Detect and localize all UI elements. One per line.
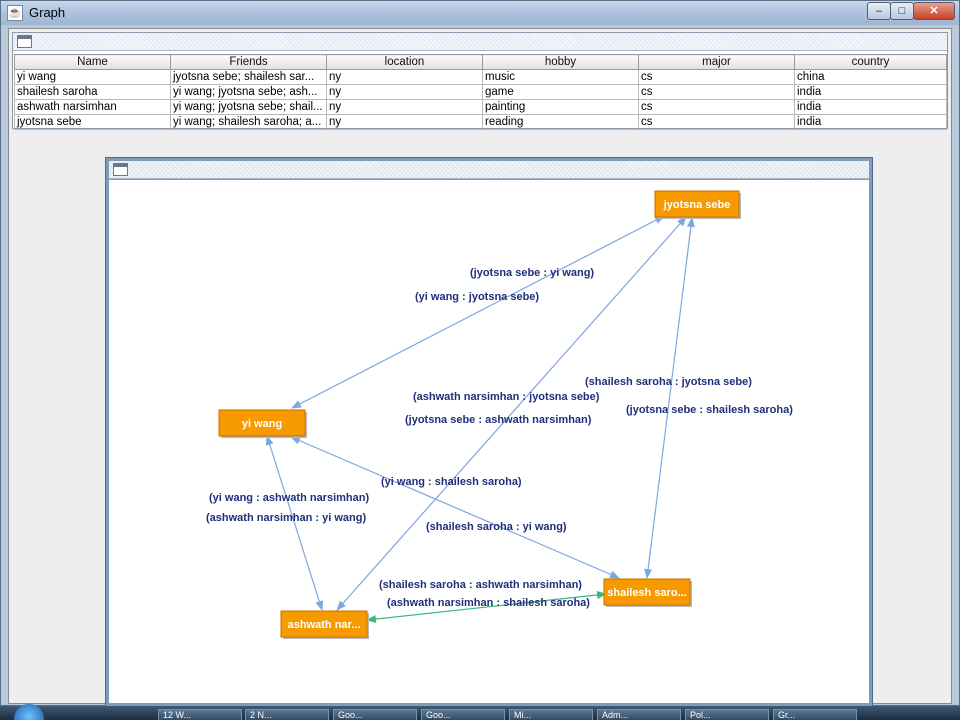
table-cell[interactable]: cs bbox=[638, 99, 795, 115]
column-header-country[interactable]: country bbox=[794, 54, 947, 70]
node-jyotsna[interactable]: jyotsna sebe bbox=[654, 190, 741, 219]
node-box[interactable] bbox=[280, 610, 368, 638]
table-cell[interactable]: jyotsna sebe; shailesh sar... bbox=[170, 69, 327, 85]
table-cell[interactable]: cs bbox=[638, 69, 795, 85]
taskbar-item[interactable]: Adm... bbox=[597, 709, 681, 720]
edge-label: (yi wang : ashwath narsimhan) bbox=[209, 492, 369, 504]
table-cell[interactable]: cs bbox=[638, 84, 795, 100]
table-cell[interactable]: yi wang; jyotsna sebe; ash... bbox=[170, 84, 327, 100]
internal-frame-icon bbox=[17, 35, 32, 48]
edge-label: (ashwath narsimhan : jyotsna sebe) bbox=[413, 391, 600, 403]
maximize-button[interactable]: □ bbox=[890, 2, 914, 20]
graph-frame-title-bar[interactable] bbox=[109, 161, 869, 179]
table-cell[interactable]: china bbox=[794, 69, 947, 85]
close-button[interactable]: ✕ bbox=[913, 2, 955, 20]
column-header-location[interactable]: location bbox=[326, 54, 483, 70]
table-cell[interactable]: yi wang; shailesh saroha; a... bbox=[170, 114, 327, 130]
table-row[interactable]: yi wang jyotsna sebe; shailesh sar... ny… bbox=[14, 69, 947, 85]
edge-shailesh-jyotsna[interactable] bbox=[644, 217, 695, 579]
edge-label: (jyotsna sebe : yi wang) bbox=[470, 267, 594, 279]
java-app-icon: ☕ bbox=[7, 5, 23, 21]
node-box[interactable] bbox=[603, 578, 691, 606]
edge-yiwang-ashwath[interactable] bbox=[265, 435, 324, 611]
table-row[interactable]: ashwath narsimhan yi wang; jyotsna sebe;… bbox=[14, 99, 947, 115]
node-shailesh[interactable]: shailesh saro... bbox=[603, 578, 692, 607]
minimize-button[interactable]: – bbox=[867, 2, 891, 20]
node-box[interactable] bbox=[218, 409, 306, 437]
node-label: jyotsna sebe bbox=[663, 199, 731, 211]
table-frame: Name Friends location hobby major countr… bbox=[12, 32, 948, 130]
edge-label: (jyotsna sebe : ashwath narsimhan) bbox=[405, 414, 592, 426]
column-header-major[interactable]: major bbox=[638, 54, 795, 70]
node-label: shailesh saro... bbox=[607, 587, 686, 599]
edge-label: (jyotsna sebe : shailesh saroha) bbox=[626, 404, 793, 416]
table-cell[interactable]: game bbox=[482, 84, 639, 100]
table-cell[interactable]: ashwath narsimhan bbox=[14, 99, 171, 115]
column-header-name[interactable]: Name bbox=[14, 54, 171, 70]
column-header-hobby[interactable]: hobby bbox=[482, 54, 639, 70]
table-cell[interactable]: music bbox=[482, 69, 639, 85]
table-cell[interactable]: cs bbox=[638, 114, 795, 130]
table-cell[interactable]: ny bbox=[326, 99, 483, 115]
taskbar-item[interactable]: Pol... bbox=[685, 709, 769, 720]
taskbar-item[interactable]: 2 N... bbox=[245, 709, 329, 720]
node-ashwath[interactable]: ashwath nar... bbox=[280, 610, 369, 639]
table-frame-title-bar[interactable] bbox=[13, 33, 947, 51]
edge-label: (shailesh saroha : yi wang) bbox=[426, 521, 567, 533]
table-cell[interactable]: india bbox=[794, 84, 947, 100]
table-cell[interactable]: india bbox=[794, 99, 947, 115]
table-cell[interactable]: reading bbox=[482, 114, 639, 130]
table-row[interactable]: jyotsna sebe yi wang; shailesh saroha; a… bbox=[14, 114, 947, 130]
node-yiwang[interactable]: yi wang bbox=[218, 409, 307, 438]
graph-svg: (jyotsna sebe : yi wang) (yi wang : jyots… bbox=[206, 190, 793, 639]
taskbar-item[interactable]: Mi... bbox=[509, 709, 593, 720]
node-label: yi wang bbox=[242, 418, 282, 430]
internal-frame-icon bbox=[113, 163, 128, 176]
table-row[interactable]: shailesh saroha yi wang; jyotsna sebe; a… bbox=[14, 84, 947, 100]
start-button[interactable] bbox=[14, 704, 44, 720]
table-header-row: Name Friends location hobby major countr… bbox=[14, 54, 947, 70]
table-cell[interactable]: painting bbox=[482, 99, 639, 115]
edge-label: (shailesh saroha : jyotsna sebe) bbox=[585, 376, 752, 388]
table-cell[interactable]: jyotsna sebe bbox=[14, 114, 171, 130]
node-label: ashwath nar... bbox=[288, 619, 361, 631]
window-title: Graph bbox=[29, 5, 66, 20]
node-box[interactable] bbox=[654, 190, 740, 218]
table-cell[interactable]: yi wang bbox=[14, 69, 171, 85]
table-cell[interactable]: ny bbox=[326, 84, 483, 100]
taskbar-item[interactable]: Gr... bbox=[773, 709, 857, 720]
edge-label: (yi wang : shailesh saroha) bbox=[381, 476, 522, 488]
edge-label: (shailesh saroha : ashwath narsimhan) bbox=[379, 579, 582, 591]
taskbar-item[interactable]: Goo... bbox=[421, 709, 505, 720]
graph-canvas[interactable]: (jyotsna sebe : yi wang) (yi wang : jyots… bbox=[109, 180, 869, 703]
title-bar[interactable]: ☕ Graph – □ ✕ bbox=[1, 1, 959, 25]
table-cell[interactable]: shailesh saroha bbox=[14, 84, 171, 100]
table-cell[interactable]: ny bbox=[326, 69, 483, 85]
desktop-pane: Name Friends location hobby major countr… bbox=[8, 28, 952, 708]
taskbar: 12 W...2 N... Goo... Goo... Mi... Adm... Pol.… bbox=[0, 704, 960, 720]
table-cell[interactable]: yi wang; jyotsna sebe; shail... bbox=[170, 99, 327, 115]
edge-ashwath-shailesh[interactable] bbox=[366, 590, 607, 624]
column-header-friends[interactable]: Friends bbox=[170, 54, 327, 70]
edge-label: (yi wang : jyotsna sebe) bbox=[415, 291, 539, 303]
table-cell[interactable]: ny bbox=[326, 114, 483, 130]
edge-yiwang-shailesh[interactable] bbox=[290, 436, 620, 579]
graph-frame: (jyotsna sebe : yi wang) (yi wang : jyots… bbox=[105, 157, 873, 708]
table-cell[interactable]: india bbox=[794, 114, 947, 130]
taskbar-item[interactable]: 12 W... bbox=[158, 709, 242, 720]
taskbar-item[interactable]: Goo... bbox=[333, 709, 417, 720]
edge-label: (ashwath narsimhan : shailesh saroha) bbox=[387, 597, 590, 609]
people-table: Name Friends location hobby major countr… bbox=[14, 54, 947, 130]
edge-label: (ashwath narsimhan : yi wang) bbox=[206, 512, 366, 524]
